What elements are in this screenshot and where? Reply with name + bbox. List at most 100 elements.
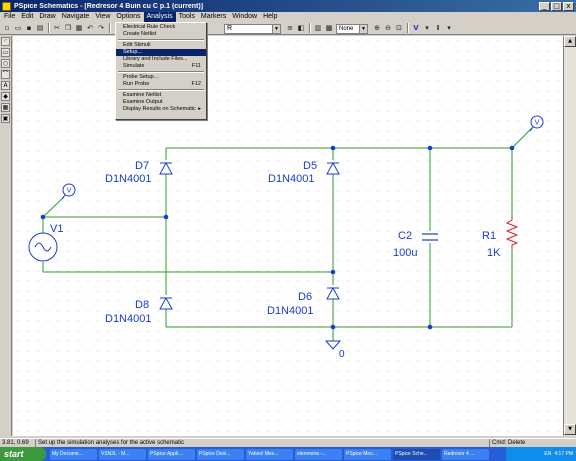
print-icon[interactable]: ▤	[35, 23, 45, 33]
menu-tools[interactable]: Tools	[178, 13, 195, 20]
save-icon[interactable]: ▪	[24, 23, 34, 33]
maximize-button[interactable]: □	[551, 1, 562, 11]
zoom-out-icon[interactable]: ⊖	[383, 23, 393, 33]
task-redresor[interactable]: Redresor 4 ...	[442, 448, 489, 460]
dropdown-arrow-icon[interactable]: ▾	[422, 23, 432, 33]
diode-d7[interactable]	[159, 160, 173, 175]
scroll-down-icon[interactable]: ▼	[564, 424, 576, 435]
schematic-canvas[interactable]: D7 D1N4001 D5 D1N4001 D8 D1N4001 D6 D1N4…	[13, 36, 563, 436]
part-name-value: R	[227, 25, 233, 32]
current-marker-button[interactable]: I	[433, 23, 443, 33]
diode-d8[interactable]	[159, 295, 173, 310]
menu-item-label: Run Probe	[123, 81, 150, 87]
task-pspice-mes[interactable]: PSpice Mes...	[344, 448, 391, 460]
voltage-marker-button[interactable]: V	[411, 23, 421, 33]
dropdown-arrow-icon[interactable]: ▾	[444, 23, 454, 33]
d8-ref-label: D8	[135, 299, 149, 311]
menu-markers[interactable]: Markers	[200, 13, 227, 20]
pspice-app-icon	[2, 1, 11, 11]
color-palette-icon[interactable]: ◆	[1, 92, 10, 101]
menu-electrical-rule-check[interactable]: Electrical Rule Check	[116, 24, 206, 31]
simulate-icon[interactable]: ▩	[324, 23, 334, 33]
task-elenmona[interactable]: elenmona -...	[295, 448, 342, 460]
menu-navigate[interactable]: Navigate	[61, 13, 90, 20]
toolbar-group-2: ≡ ◧ ▥ ▩	[285, 23, 335, 33]
draw-arc-icon[interactable]: ◜	[1, 37, 10, 46]
redo-icon[interactable]: ↷	[96, 23, 106, 33]
task-pspice-desi[interactable]: PSpice Desi...	[197, 448, 244, 460]
marker-v1-label: V	[67, 188, 72, 195]
capacitor-c2[interactable]	[422, 233, 438, 241]
task-yahoo-mes[interactable]: Yahoo! Mes...	[246, 448, 293, 460]
task-vsn2l[interactable]: VSN2L - M...	[99, 448, 146, 460]
menu-window[interactable]: Window	[232, 13, 258, 20]
draw-polyline-icon[interactable]: ⌒	[1, 70, 10, 79]
task-pspice-appli[interactable]: PSpice Appli...	[148, 448, 195, 460]
cut-icon[interactable]: ✂	[52, 23, 62, 33]
chevron-down-icon[interactable]: ▼	[359, 25, 367, 33]
place-graphics-icon[interactable]: ▣	[1, 114, 10, 123]
menu-setup[interactable]: Setup...	[116, 49, 206, 56]
menu-edit-stimuli[interactable]: Edit Stimuli	[116, 42, 206, 49]
draw-circle-icon[interactable]: ○	[1, 59, 10, 68]
draw-text-icon[interactable]: A	[1, 81, 10, 90]
menu-examine-output[interactable]: Examine Output	[116, 99, 206, 106]
open-folder-icon[interactable]: ▭	[13, 23, 23, 33]
insert-picture-icon[interactable]: ▦	[1, 103, 10, 112]
toolbar-separator	[48, 23, 50, 33]
start-button[interactable]: start	[0, 447, 46, 461]
voltage-source-v1[interactable]	[28, 232, 58, 262]
menu-file[interactable]: File	[4, 13, 16, 20]
left-draw-toolbar: ◜ ▭ ○ ⌒ A ◆ ▦ ▣	[0, 36, 12, 436]
voltage-marker-v1[interactable]	[61, 183, 76, 200]
probe-combo[interactable]: None ▼	[336, 24, 368, 34]
menu-probe-setup[interactable]: Probe Setup...	[116, 74, 206, 81]
language-indicator[interactable]: EN	[544, 451, 552, 457]
diode-d6[interactable]	[326, 285, 340, 300]
edit-symbol-icon[interactable]: ◧	[296, 23, 306, 33]
new-file-icon[interactable]: ▫	[2, 23, 12, 33]
setup-analysis-icon[interactable]: ▥	[313, 23, 323, 33]
part-name-combo[interactable]: R ▼	[224, 24, 281, 34]
close-button[interactable]: x	[563, 1, 574, 11]
system-tray: EN 4:17 PM	[506, 447, 576, 461]
menu-item-label: Library and Include Files...	[123, 56, 188, 62]
task-pspice-sche[interactable]: PSpice Sche...	[393, 448, 440, 460]
menu-item-label: Display Results on Schematic	[123, 106, 196, 112]
menu-edit[interactable]: Edit	[21, 13, 34, 20]
v1-ref-label: V1	[50, 223, 63, 235]
menu-help[interactable]: Help	[263, 13, 278, 20]
chevron-down-icon[interactable]: ▼	[272, 25, 280, 33]
junction-dot	[330, 145, 336, 151]
ground-symbol[interactable]	[324, 340, 342, 350]
menu-item-label: Setup...	[123, 49, 142, 55]
undo-icon[interactable]: ↶	[85, 23, 95, 33]
menu-examine-netlist[interactable]: Examine Netlist	[116, 92, 206, 99]
menu-options[interactable]: Options	[116, 13, 141, 20]
minimize-button[interactable]: _	[539, 1, 550, 11]
zoom-area-icon[interactable]: ⊡	[394, 23, 404, 33]
edit-attributes-icon[interactable]: ≡	[285, 23, 295, 33]
menu-display-results[interactable]: Display Results on Schematic▸	[116, 106, 206, 113]
menu-bar: File Edit Draw Navigate View Options Ana…	[0, 12, 576, 22]
paste-icon[interactable]: ▦	[74, 23, 84, 33]
zoom-in-icon[interactable]: ⊕	[372, 23, 382, 33]
menu-analysis[interactable]: Analysis	[143, 12, 176, 22]
menu-draw[interactable]: Draw	[39, 13, 56, 20]
menu-view[interactable]: View	[95, 13, 111, 20]
analysis-menu-dropdown: Electrical Rule Check Create Netlist Edi…	[115, 22, 207, 120]
diode-d5[interactable]	[326, 160, 340, 175]
menu-create-netlist[interactable]: Create Netlist	[116, 31, 206, 38]
scroll-up-icon[interactable]: ▲	[564, 36, 576, 47]
draw-rectangle-icon[interactable]: ▭	[1, 48, 10, 57]
resistor-r1[interactable]	[505, 216, 519, 248]
schematic-drawing: D7 D1N4001 D5 D1N4001 D8 D1N4001 D6 D1N4…	[28, 115, 544, 360]
menu-library-include-files[interactable]: Library and Include Files...	[116, 56, 206, 63]
wire-marker-out	[511, 127, 533, 149]
copy-icon[interactable]: ❐	[63, 23, 73, 33]
vertical-scrollbar[interactable]: ▲ ▼	[563, 36, 576, 436]
task-my-documents[interactable]: My Docume...	[50, 448, 97, 460]
voltage-marker-output[interactable]	[529, 115, 544, 132]
